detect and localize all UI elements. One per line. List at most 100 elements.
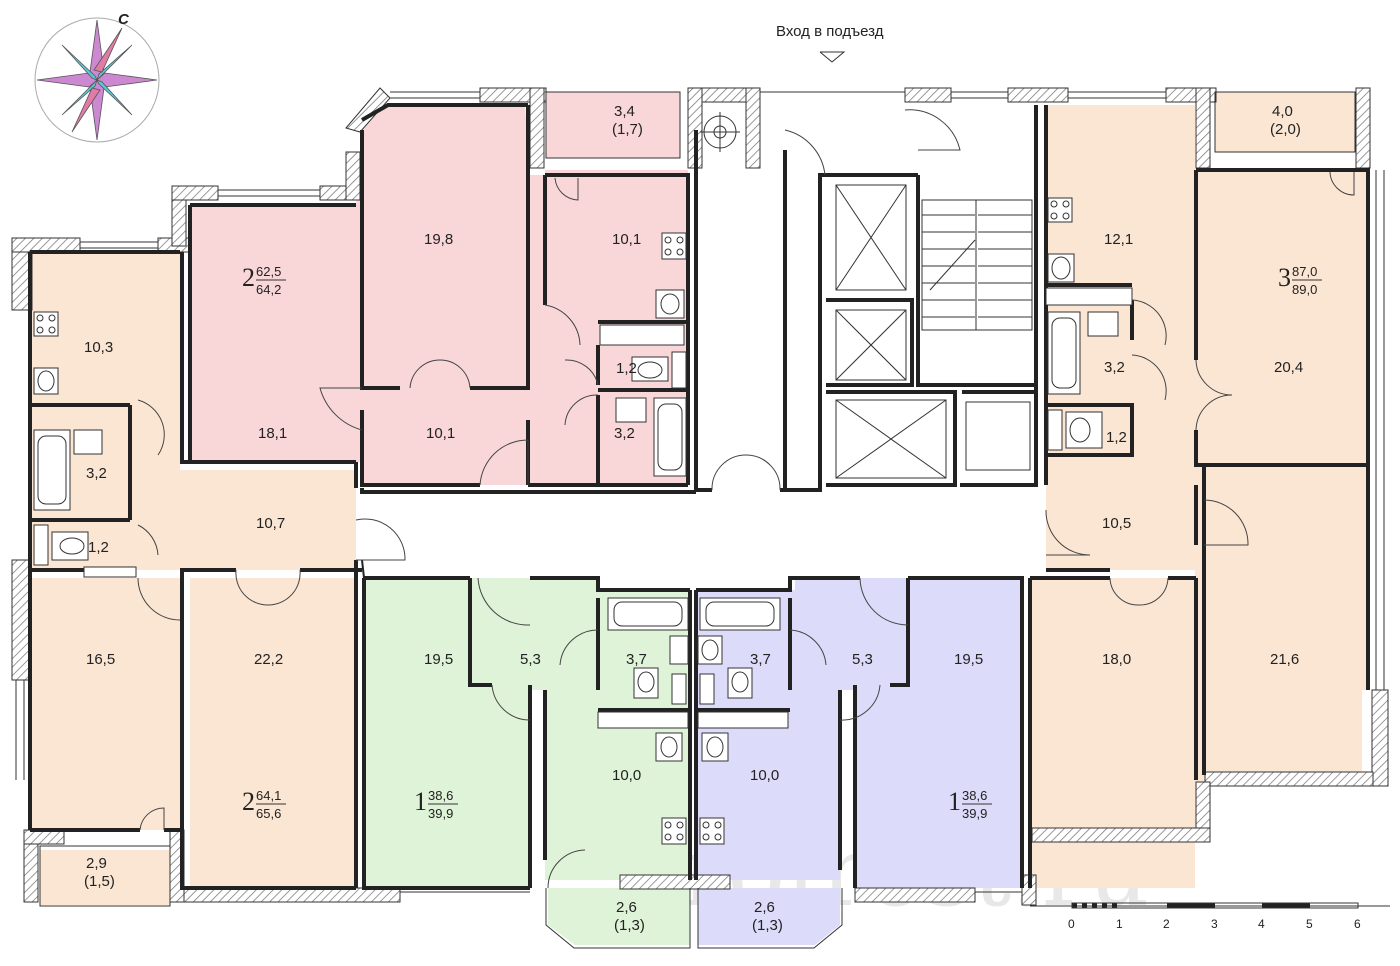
apartment-badge: 2 64,1 65,6 — [242, 787, 286, 821]
balcony-area-sub: (1,3) — [614, 917, 645, 934]
room-area: 10,1 — [612, 231, 641, 248]
windows — [15, 91, 1385, 949]
stairwell — [921, 199, 1033, 471]
room-labels: 19,8 10,1 10,1 18,1 1,2 3,2 3,4 (1,7) 10… — [84, 103, 1303, 934]
apartment-badge: 1 38,6 39,9 — [948, 787, 992, 821]
badge-total: 39,9 — [962, 806, 987, 821]
room-area: 10,3 — [84, 339, 113, 356]
badge-total: 39,9 — [428, 806, 453, 821]
room-area: 21,6 — [1270, 651, 1299, 668]
scale-tick: 0 — [1068, 917, 1075, 931]
scale-tick: 6 — [1354, 917, 1361, 931]
bathtub-icon — [699, 597, 781, 631]
compass-north-label: С — [118, 11, 130, 28]
room-area: 3,2 — [86, 465, 107, 482]
room-area: 10,7 — [256, 515, 285, 532]
room-area: 18,1 — [258, 425, 287, 442]
entrance-label: Вход в подъезд — [776, 23, 884, 40]
room-area: 19,8 — [424, 231, 453, 248]
room-area: 18,0 — [1102, 651, 1131, 668]
bathtub-icon — [607, 597, 689, 631]
scale-tick: 5 — [1306, 917, 1313, 931]
room-area: 1,2 — [616, 360, 637, 377]
badge-total: 65,6 — [256, 806, 281, 821]
badge-rooms: 2 — [242, 787, 255, 816]
room-area: 1,2 — [88, 539, 109, 556]
sink-icon — [655, 732, 683, 762]
apartment-badge: 1 38,6 39,9 — [414, 787, 458, 821]
apartment-3-right — [1032, 92, 1368, 888]
doors — [137, 109, 1355, 889]
balcony-pink — [546, 92, 680, 158]
apartment-badge: 3 87,0 89,0 — [1278, 263, 1322, 297]
badge-total: 64,2 — [256, 282, 281, 297]
balcony-area-sub: (2,0) — [1270, 121, 1301, 138]
room-area: 10,1 — [426, 425, 455, 442]
badge-rooms: 1 — [948, 787, 961, 816]
room-area: 19,5 — [424, 651, 453, 668]
fixtures — [33, 112, 1133, 845]
badge-total: 89,0 — [1292, 282, 1317, 297]
compass-rose-icon: С — [34, 11, 160, 143]
stove-icon — [661, 232, 687, 260]
room-area: 10,0 — [612, 767, 641, 784]
balcony-area: 4,0 — [1272, 103, 1293, 120]
room-area: 3,2 — [614, 425, 635, 442]
room-area: 3,7 — [626, 651, 647, 668]
room-area: 10,0 — [750, 767, 779, 784]
entrance-arrow-icon — [819, 51, 846, 63]
zone-green — [364, 578, 688, 888]
stove-icon — [661, 817, 687, 845]
room-area: 1,2 — [1106, 429, 1127, 446]
bathtub-icon — [653, 397, 687, 477]
toilet-icon — [51, 531, 89, 561]
zone-green-balcony — [548, 888, 690, 945]
room-area: 10,5 — [1102, 515, 1131, 532]
interior-walls — [28, 103, 1370, 890]
scale-tick: 4 — [1258, 917, 1265, 931]
room-area: 5,3 — [852, 651, 873, 668]
room-area: 12,1 — [1104, 231, 1133, 248]
balcony-area: 2,6 — [754, 899, 775, 916]
scale-bar: 0 1 2 3 4 5 6 — [1030, 902, 1390, 931]
badge-rooms: 3 — [1278, 263, 1291, 292]
stove-icon — [699, 817, 725, 845]
badge-rooms: 2 — [242, 263, 255, 292]
room-area: 20,4 — [1274, 359, 1303, 376]
balcony-area: 2,6 — [616, 899, 637, 916]
sink-icon — [701, 732, 729, 762]
zone-peach-left-balcony — [40, 850, 170, 905]
badge-living: 38,6 — [962, 788, 987, 803]
room-area: 3,7 — [750, 651, 771, 668]
zone-blue — [696, 578, 1022, 888]
scale-tick: 3 — [1211, 917, 1218, 931]
zone-peach-left-room2 — [190, 578, 356, 888]
badge-rooms: 1 — [414, 787, 427, 816]
bathtub-icon — [33, 429, 71, 511]
toilet-icon — [1065, 411, 1103, 449]
apartment-1-right — [696, 578, 1022, 945]
elevator-shafts — [835, 184, 947, 479]
room-area: 16,5 — [86, 651, 115, 668]
bathtub-icon — [1047, 311, 1081, 395]
apartment-2-left — [30, 252, 356, 905]
zone-peach-left-room1 — [30, 578, 180, 830]
room-area: 19,5 — [954, 651, 983, 668]
apartment-badge: 2 62,5 64,2 — [242, 263, 286, 297]
scale-tick: 1 — [1116, 917, 1123, 931]
badge-living: 64,1 — [256, 788, 281, 803]
zone-blue-balcony — [698, 888, 840, 945]
badge-living: 62,5 — [256, 264, 281, 279]
zone-pink — [190, 105, 688, 485]
room-area: 22,2 — [254, 651, 283, 668]
badge-living: 87,0 — [1292, 264, 1317, 279]
balcony-area-sub: (1,7) — [612, 121, 643, 138]
balcony-area: 3,4 — [614, 103, 635, 120]
zone-peach-left — [30, 252, 356, 570]
scale-tick: 2 — [1163, 917, 1170, 931]
apartment-2-top — [190, 92, 688, 485]
room-area: 3,2 — [1104, 359, 1125, 376]
badge-living: 38,6 — [428, 788, 453, 803]
toilet-icon — [631, 356, 669, 382]
